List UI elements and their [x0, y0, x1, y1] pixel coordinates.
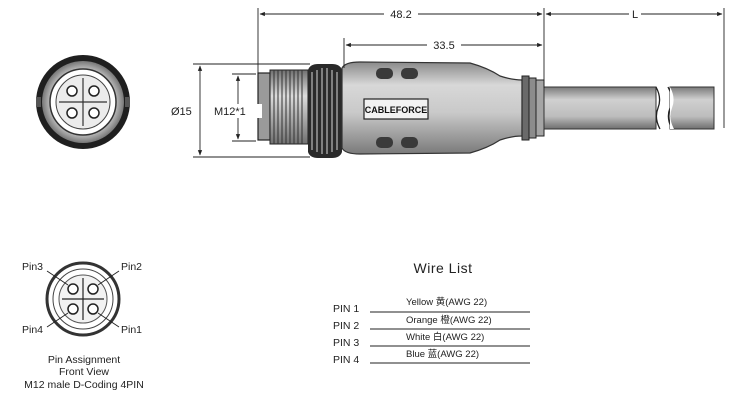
overall-length-dimension: 48.2 [390, 9, 411, 21]
wire-list-title: Wire List [414, 260, 473, 276]
wire-list-table: PIN 1 Yellow 黄(AWG 22) PIN 2 Orange 橙(AW… [333, 296, 530, 366]
pin-assignment-caption: Pin Assignment [48, 354, 120, 366]
brand-label: CABLEFORCE [365, 105, 428, 115]
wire-row-pin: PIN 4 [333, 354, 359, 366]
wire-row-pin: PIN 3 [333, 337, 359, 349]
wire-row: PIN 3 White 白(AWG 22) [333, 331, 530, 349]
wire-row-color: White 白(AWG 22) [406, 331, 484, 343]
coding-caption: M12 male D-Coding 4PIN [24, 379, 144, 391]
front-view-caption: Front View [59, 366, 109, 378]
cable-length-dimension: L [632, 9, 638, 21]
front-view [36, 55, 130, 149]
pin-assignment-diagram [45, 261, 121, 337]
body-length-dimension: 33.5 [433, 40, 454, 52]
thread-dimension: M12*1 [214, 106, 246, 118]
pin3-label: Pin3 [22, 261, 43, 273]
pin1-label: Pin1 [121, 324, 142, 336]
diameter-dimension: Ø15 [171, 106, 192, 118]
pin4-label: Pin4 [22, 324, 43, 336]
wire-row: PIN 4 Blue 蓝(AWG 22) [333, 348, 530, 366]
wire-row-pin: PIN 2 [333, 320, 359, 332]
wire-row-color: Orange 橙(AWG 22) [406, 314, 492, 326]
wire-row: PIN 1 Yellow 黄(AWG 22) [333, 296, 530, 315]
pin2-label: Pin2 [121, 261, 142, 273]
wire-row-color: Blue 蓝(AWG 22) [406, 348, 479, 360]
wire-row: PIN 2 Orange 橙(AWG 22) [333, 314, 530, 332]
side-view-connector: CABLEFORCE [257, 61, 715, 158]
wire-row-pin: PIN 1 [333, 303, 359, 315]
wire-row-color: Yellow 黄(AWG 22) [406, 296, 487, 308]
